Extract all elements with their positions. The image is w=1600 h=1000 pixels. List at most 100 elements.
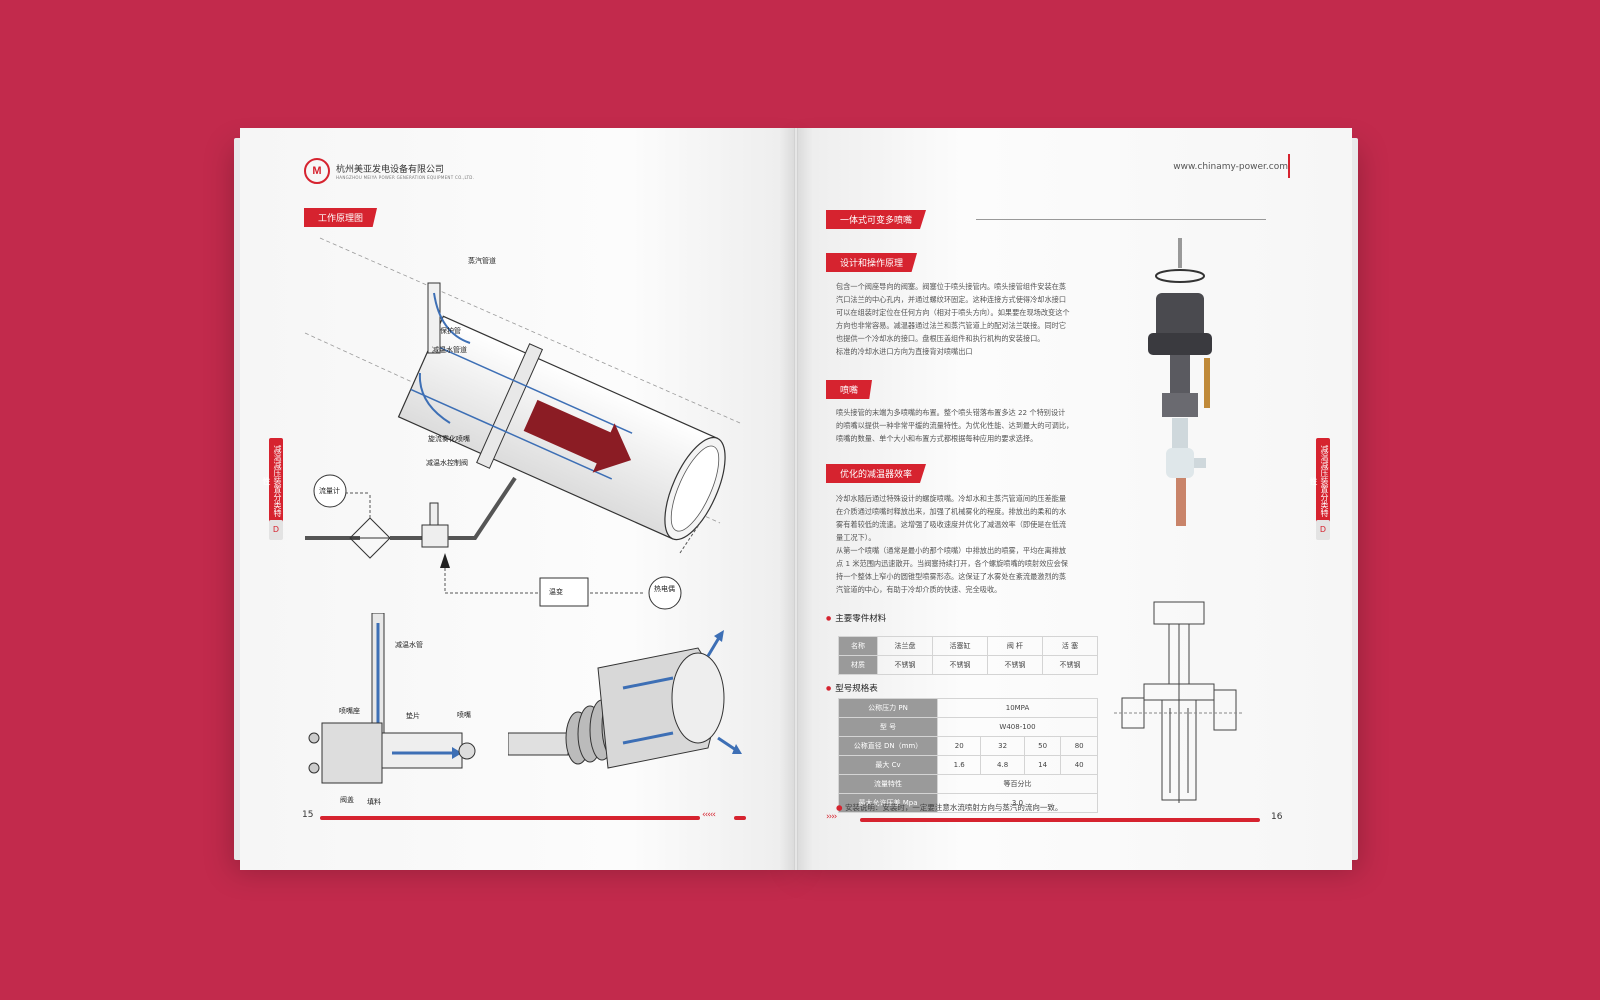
eff-line-5: 从第一个喷嘴（通常是最小的那个喷嘴）中排放出的喷雾，平均在离排放 (836, 546, 1067, 555)
right-page: www.chinamy-power.com 一体式可变多喷嘴 减温减压装置分类特… (796, 128, 1352, 870)
label-gasket: 垫片 (406, 712, 420, 720)
label-transmitter: 温变 (549, 588, 563, 596)
spec-cell: 40 (1060, 755, 1098, 775)
spec-cell: 最大 Cv (838, 755, 938, 775)
label-control-valve: 减温水控制阀 (426, 459, 468, 467)
working-principle-diagram (304, 237, 741, 610)
spec-cell: 最大允许压差 Mpa (838, 793, 938, 813)
right-page-number: 16 (1271, 812, 1283, 822)
eff-line-6: 点 1 米范围内迅速散开。当阀塞持续打开，各个螺旋喷嘴的喷射效应会保 (836, 559, 1068, 568)
label-thermocouple: 热电偶 (654, 585, 675, 593)
subsection-efficiency-title: 优化的减温器效率 (826, 464, 927, 483)
company-name-en: HANGZHOU MEIYA POWER GENERATION EQUIPMEN… (336, 175, 475, 180)
book-spine (794, 128, 798, 870)
actuator-product-image (1148, 238, 1212, 526)
design-line-4: 方向也非常容易。减温器通过法兰和蒸汽管道上的配对法兰联接。同时它 (836, 321, 1067, 330)
install-note: ● 安装说明：安装时，一定要注意水流喷射方向与蒸汽的流向一致。 (836, 802, 1062, 813)
materials-table: 名称 法兰盘 活塞缸 阀 杆 活 塞 材质 不锈钢 不锈钢 不锈钢 不锈钢 (838, 636, 1099, 675)
spec-cell: 80 (1060, 736, 1098, 756)
label-nozzle: 喷嘴 (457, 711, 471, 719)
subsection-design-title: 设计和操作原理 (826, 253, 918, 272)
spec-row: 公称压力 PN 10MPA (838, 698, 1098, 718)
materials-cell: 活 塞 (1041, 636, 1099, 656)
design-line-1: 包含一个阀座导向的阀塞。阀塞位于喷头接管内。喷头接管组件安装在蒸 (836, 282, 1067, 291)
materials-cell: 不锈钢 (1041, 655, 1099, 675)
nozzle-assembly-diagram (308, 613, 476, 784)
company-name-cn: 杭州美亚发电设备有限公司 (336, 165, 445, 175)
spec-heading: 型号规格表 (826, 682, 878, 694)
url-accent-bar (1288, 154, 1290, 178)
spec-cell: 20 (936, 736, 982, 756)
spec-cell: 型 号 (838, 717, 938, 737)
spec-cell: 4.8 (980, 755, 1025, 775)
materials-row-material: 材质 不锈钢 不锈钢 不锈钢 不锈钢 (838, 655, 1099, 675)
materials-cell: 不锈钢 (876, 655, 933, 675)
materials-heading: 主要零件材料 (826, 612, 886, 624)
label-valve-cover: 阀盖 (340, 796, 354, 804)
materials-cell: 法兰盘 (876, 636, 933, 656)
design-line-3: 可以在组装时定位在任何方向（相对于喷头方向）。如果要在现场改变这个 (836, 308, 1070, 317)
left-footer-line (320, 816, 700, 820)
spiral-nozzle-diagram (508, 630, 742, 769)
logo-mark: M (304, 158, 330, 184)
spec-cell: 32 (980, 736, 1025, 756)
design-paragraph: 包含一个阀座导向的阀塞。阀塞位于喷头接管内。喷头接管组件安装在蒸 汽口法兰的中心… (836, 280, 1106, 358)
left-footer-end (734, 816, 746, 820)
section-rule (976, 219, 1266, 220)
left-page-number: 15 (302, 810, 314, 820)
note-bullet-icon: ● (836, 803, 843, 812)
brochure-spread: M 杭州美亚发电设备有限公司 HANGZHOU MEIYA POWER GENE… (234, 128, 1358, 870)
nozzle-line-1: 喷头接管的末端为多喷嘴的布置。整个喷头错落布置多达 22 个特别设计 (836, 408, 1066, 417)
materials-cell: 活塞缸 (931, 636, 988, 656)
subsection-nozzle-title: 喷嘴 (826, 380, 873, 399)
install-note-text: 安装说明：安装时，一定要注意水流喷射方向与蒸汽的流向一致。 (844, 803, 1063, 812)
right-section-title: 一体式可变多喷嘴 (826, 210, 927, 229)
nozzle-line-3: 喷嘴的数量、单个大小和布置方式都根据每种应用的要求选择。 (836, 434, 1038, 443)
label-swirl-nozzle: 旋流雾化喷嘴 (428, 435, 470, 443)
spec-table: 公称压力 PN 10MPA 型 号 W408-100 公称直径 DN（mm） 2… (838, 698, 1098, 813)
left-page: M 杭州美亚发电设备有限公司 HANGZHOU MEIYA POWER GENE… (240, 128, 796, 870)
eff-line-7: 持一个整体上窄小的圆锥型喷雾形态。这保证了水雾处在紊流最激烈的蒸 (836, 572, 1067, 581)
materials-cell: 名称 (838, 636, 878, 656)
spec-row: 公称直径 DN（mm） 20 32 50 80 (838, 736, 1098, 756)
label-flowmeter: 流量计 (319, 487, 340, 495)
spec-cell: 1.6 (936, 755, 982, 775)
materials-cell: 不锈钢 (986, 655, 1043, 675)
materials-cell: 材质 (838, 655, 878, 675)
design-line-6: 标准的冷却水进口方向为直接背对喷嘴出口 (836, 347, 973, 356)
label-nozzle-seat: 喷嘴座 (339, 707, 360, 715)
spec-cell: 3.0 (937, 793, 1098, 813)
website-url: www.chinamy-power.com (1173, 162, 1288, 172)
right-side-tab: 减温减压装置分类特性 (1309, 438, 1330, 524)
label-steam-pipe: 蒸汽管道 (468, 257, 496, 265)
spec-cell: W408-100 (937, 717, 1098, 737)
spec-cell: 等百分比 (937, 774, 1098, 794)
nozzle-line-2: 的喷嘴以提供一种非常平缓的流量特性。为优化性能、达到最大的可调比， (836, 421, 1074, 430)
label-packing: 填料 (367, 798, 381, 806)
spec-row: 流量特性 等百分比 (838, 774, 1098, 794)
materials-cell: 不锈钢 (931, 655, 988, 675)
eff-line-3: 雾有着较低的流速。这增强了吸收速度并优化了减温效率（即使是在低流 (836, 520, 1067, 529)
right-side-letter: D (1316, 520, 1330, 540)
company-logo: M 杭州美亚发电设备有限公司 HANGZHOU MEIYA POWER GENE… (304, 158, 474, 184)
eff-line-2: 在介质通过喷嘴时释放出来，加强了机械雾化的程度。排放出的柔和的水 (836, 507, 1067, 516)
design-line-5: 也提供一个冷却水的接口。盘根压盖组件和执行机构的安装接口。 (836, 334, 1045, 343)
eff-line-1: 冷却水随后通过特殊设计的螺旋喷嘴。冷却水和主蒸汽管道间的压差能量 (836, 494, 1067, 503)
right-footer-chevrons: ›››› (826, 812, 837, 822)
left-side-letter: D (269, 520, 283, 540)
efficiency-paragraph: 冷却水随后通过特殊设计的螺旋喷嘴。冷却水和主蒸汽管道间的压差能量 在介质通过喷嘴… (836, 492, 1106, 596)
label-protection-tube: 保护管 (440, 327, 461, 335)
spec-row: 最大 Cv 1.6 4.8 14 40 (838, 755, 1098, 775)
label-water-tube: 减温水管 (395, 641, 423, 649)
materials-row-names: 名称 法兰盘 活塞缸 阀 杆 活 塞 (838, 636, 1099, 656)
eff-line-4: 量工况下）。 (836, 533, 876, 542)
left-side-tab: 减温减压装置分类特性 (262, 438, 283, 524)
sectional-drawing (1114, 601, 1244, 803)
spec-row: 型 号 W408-100 (838, 717, 1098, 737)
spec-cell: 公称压力 PN (838, 698, 938, 718)
nozzle-paragraph: 喷头接管的末端为多喷嘴的布置。整个喷头错落布置多达 22 个特别设计 的喷嘴以提… (836, 406, 1106, 445)
left-footer-chevrons: ‹‹‹‹‹ (702, 810, 716, 820)
spec-row: 最大允许压差 Mpa 3.0 (838, 793, 1098, 813)
spec-cell: 流量特性 (838, 774, 938, 794)
eff-line-8: 汽管道的中心，有助于冷却介质的快速、完全吸收。 (836, 585, 1002, 594)
